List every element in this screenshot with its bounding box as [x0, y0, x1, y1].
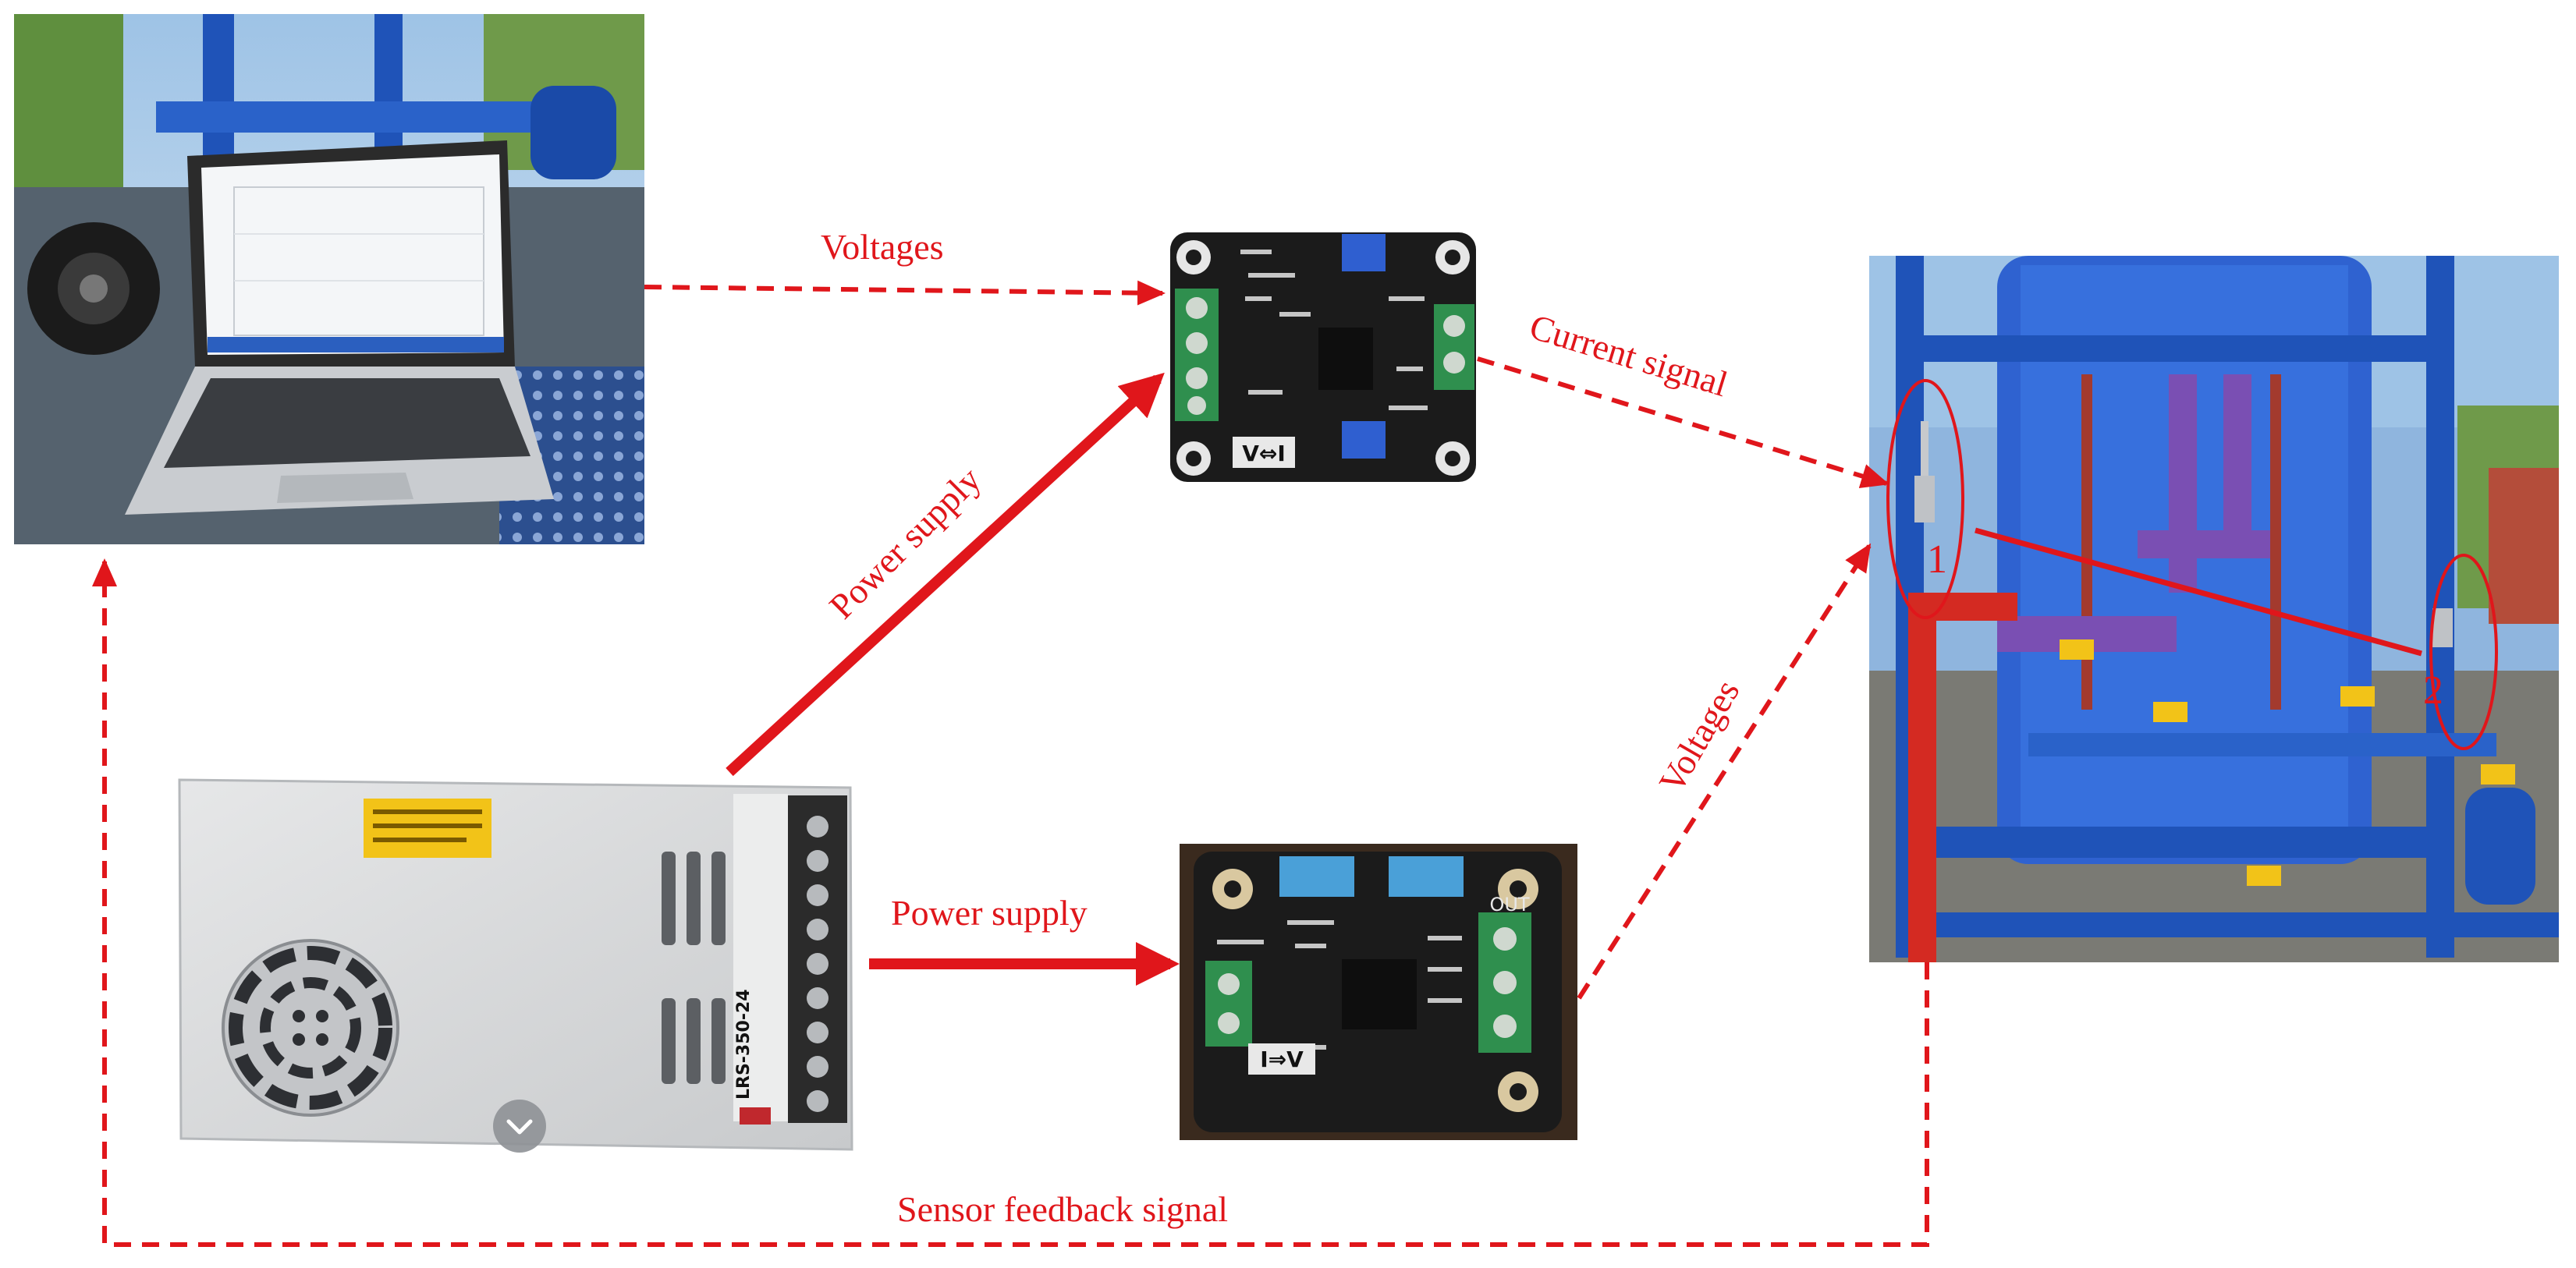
sensor-marker-2: 2: [2423, 668, 2443, 713]
arrow-current-signal: [1477, 356, 1889, 488]
board-out-label: OUT: [1489, 894, 1529, 916]
sensor-marker-ellipse-1: [1886, 379, 1964, 619]
label-sensor-feedback: Sensor feedback signal: [897, 1189, 1228, 1229]
board-print-v-i: V⇔I: [1242, 441, 1286, 466]
label-voltages-diagonal: Voltages: [1651, 673, 1747, 799]
label-current-signal: Current signal: [1525, 306, 1732, 404]
scroll-down-badge: [493, 1100, 546, 1153]
v-to-i-converter-photo: V⇔I: [1170, 232, 1476, 482]
psu-model-label: LRS-350-24: [734, 989, 754, 1100]
arrow-power-supply-to-vi-board: [726, 372, 1165, 777]
sensor-marker-ellipse-2: [2429, 554, 2498, 750]
arrow-sensor-feedback: [92, 558, 1929, 1247]
power-supply-unit-photo: LRS-350-24: [178, 778, 853, 1153]
i-to-v-converter-photo: OUT I⇒V: [1180, 844, 1577, 1140]
arrow-voltages-to-vi-board: [644, 280, 1166, 306]
sensor-marker-1: 1: [1927, 537, 1947, 582]
label-power-supply-diagonal: Power supply: [821, 459, 988, 626]
laptop-photo: [14, 14, 644, 544]
chevron-down-icon: [506, 1119, 533, 1135]
label-power-supply-horizontal: Power supply: [891, 893, 1088, 933]
board-print-i-v: I⇒V: [1260, 1047, 1304, 1072]
arrow-voltages-from-iv-board: [1577, 543, 1872, 1000]
sensor-connection-line: [1975, 527, 2422, 657]
label-voltages-top: Voltages: [821, 227, 944, 267]
test-rig-photo: 1 2: [1869, 256, 2559, 962]
